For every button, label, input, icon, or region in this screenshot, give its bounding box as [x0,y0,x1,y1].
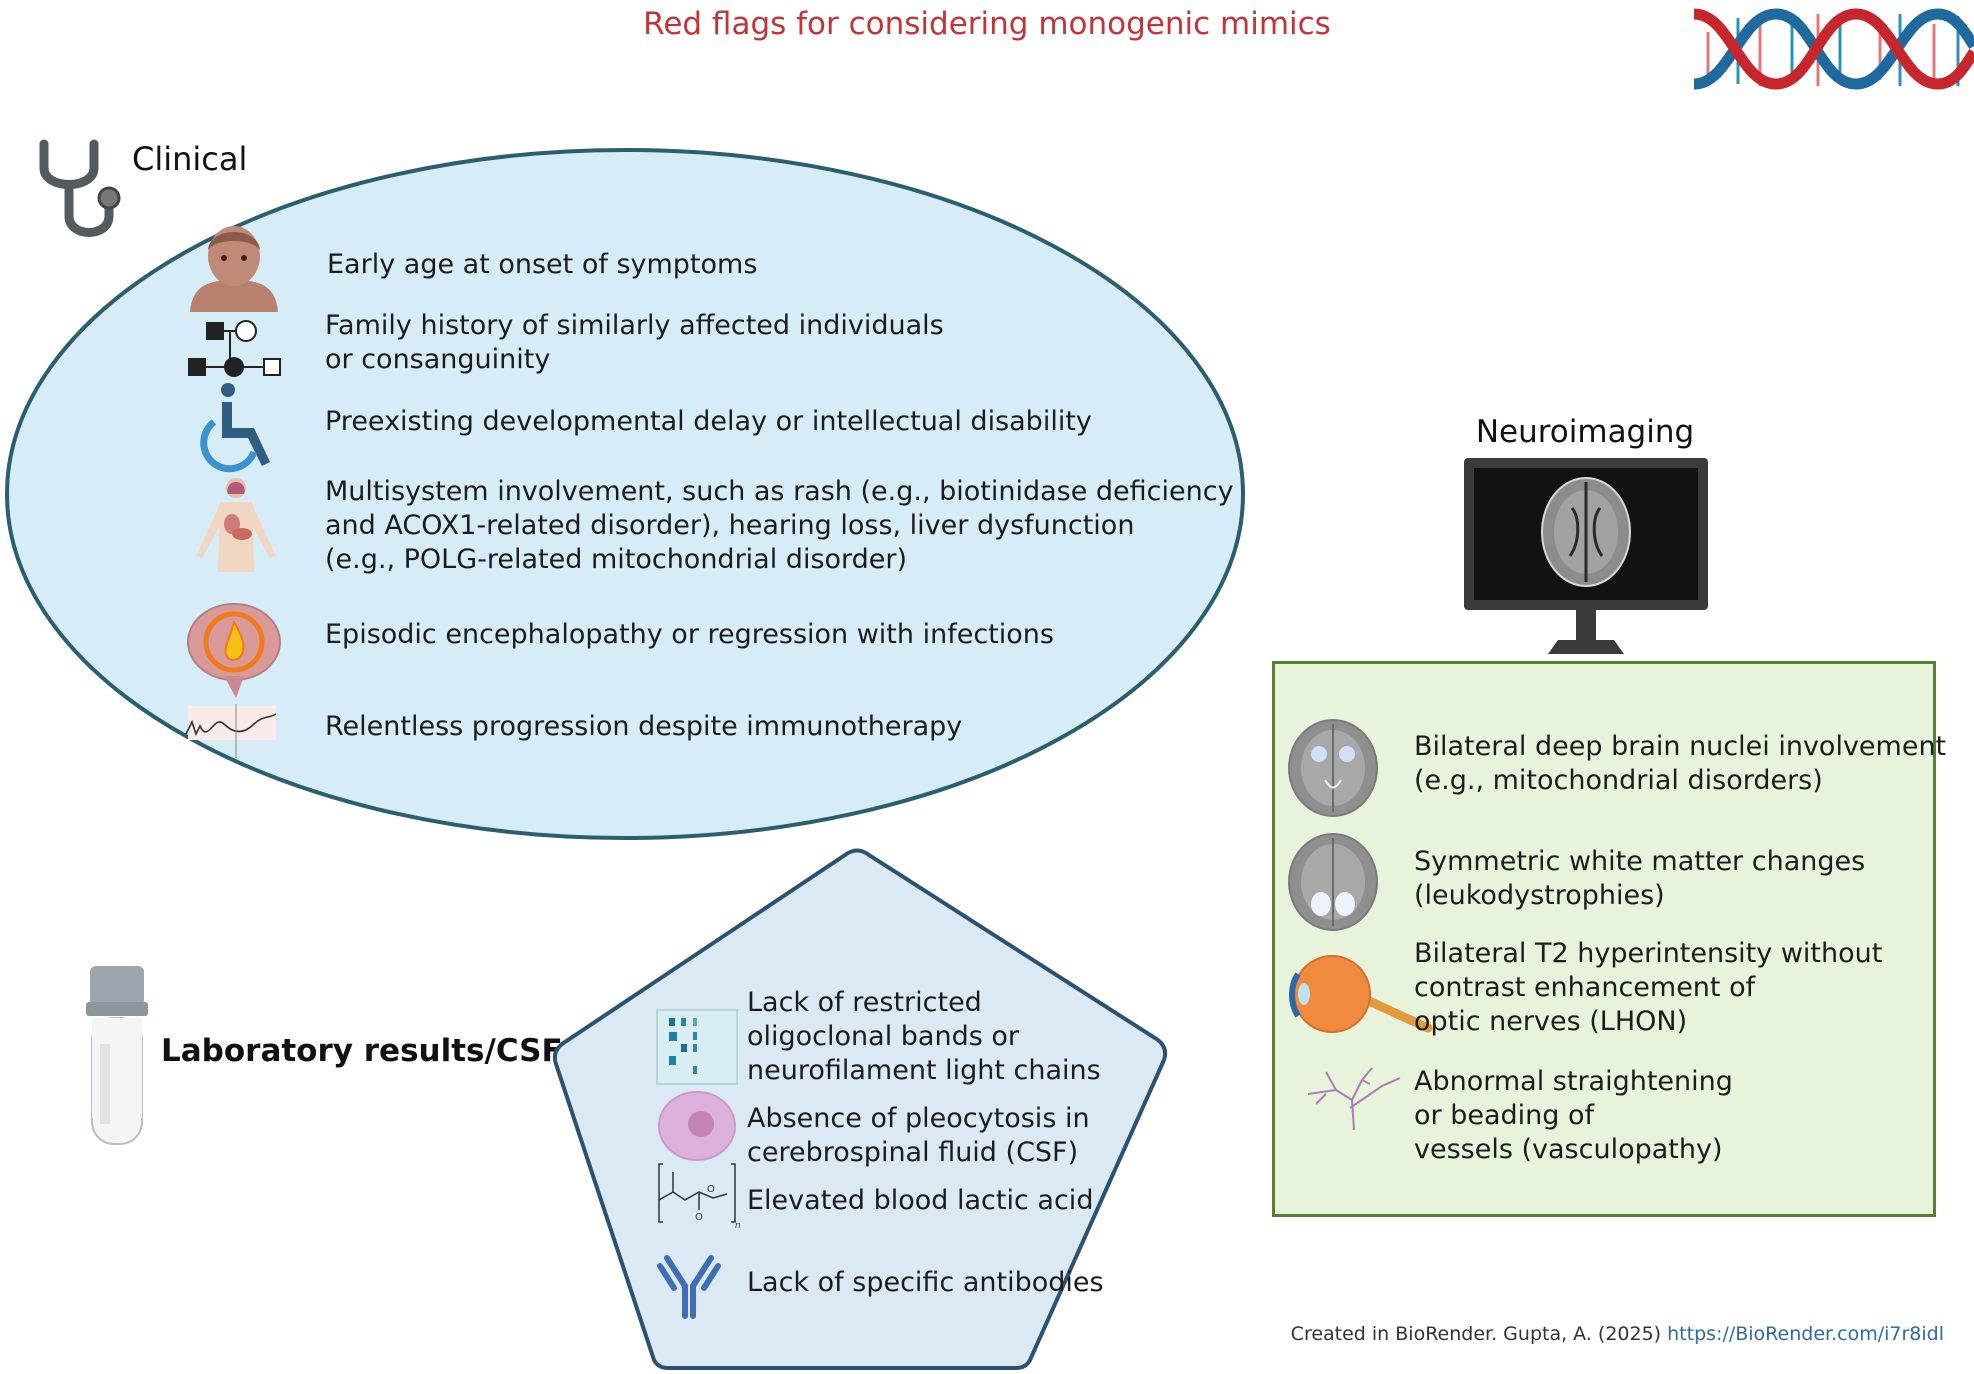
eeg-trace-icon [185,704,277,758]
clinical-item-developmental-delay: Preexisting developmental delay or intel… [325,406,1092,437]
clinical-heading: Clinical [132,140,248,178]
brain-mri-nuclei-icon [1288,719,1378,817]
clinical-item-family-history: Family history of similarly affected ind… [325,310,944,375]
neuroimaging-heading: Neuroimaging [1475,414,1695,450]
lab-item-antibodies: Lack of specific antibodies [747,1267,1104,1298]
brain-mri-white-matter-icon [1288,833,1378,931]
wheelchair-icon [200,383,270,473]
lab-item-lactic-acid: Elevated blood lactic acid [747,1185,1094,1216]
neuroimaging-box [1272,661,1936,1217]
cell-icon [658,1091,736,1161]
biorender-link[interactable]: https://BioRender.com/i7r8idl [1667,1323,1944,1345]
footer-credit: Created in BioRender. Gupta, A. (2025) h… [1291,1323,1944,1345]
laboratory-heading: Laboratory results/CSF [161,1033,563,1069]
svg-text:n: n [735,1221,741,1231]
lactic-acid-structure-icon: O O n [658,1163,741,1231]
body-organs-icon [196,478,276,572]
credit-text: Created in BioRender. Gupta, A. (2025) [1290,1323,1668,1345]
vessels-icon [1307,1067,1401,1131]
clinical-item-multisystem: Multisystem involvement, such as rash (e… [325,476,1234,575]
gel-bands-icon [656,1009,738,1085]
clinical-item-relentless-progression: Relentless progression despite immunothe… [325,711,963,742]
test-tube-icon [86,966,148,1145]
neuro-item-white-matter: Symmetric white matter changes(leukodyst… [1414,846,1866,911]
eye-optic-nerve-icon [1289,955,1433,1033]
antibody-icon [657,1255,721,1319]
pedigree-icon [188,320,281,377]
stethoscope-icon [39,139,121,237]
neuro-item-deep-nuclei: Bilateral deep brain nuclei involvement(… [1414,731,1947,796]
svg-text:O: O [695,1212,703,1223]
infant-icon [190,226,278,312]
dna-icon [1693,8,1974,90]
clinical-item-early-onset: Early age at onset of symptoms [327,249,758,280]
svg-text:O: O [707,1184,715,1195]
clinical-item-episodic-encephalopathy: Episodic encephalopathy or regression wi… [325,619,1054,650]
brain-inflammation-icon [187,603,281,698]
page-title: Red flags for considering monogenic mimi… [643,6,1331,42]
mri-monitor-icon [1464,458,1708,654]
